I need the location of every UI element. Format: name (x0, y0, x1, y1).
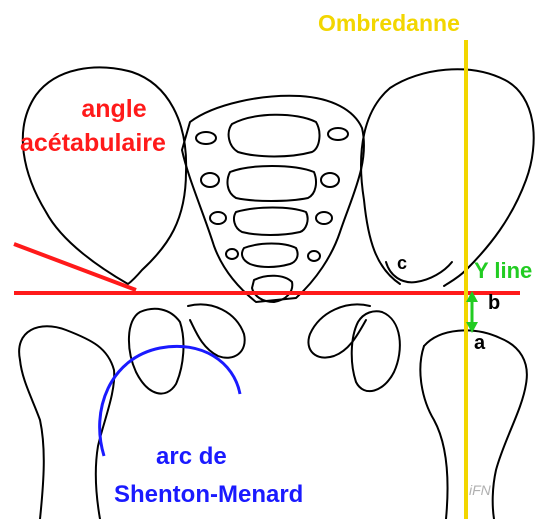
point-c-label: c (397, 253, 407, 274)
point-a-label: a (474, 332, 485, 355)
right-iliac-wing (361, 69, 534, 286)
acetabular-angle-label-line2: acétabulaire (20, 126, 166, 160)
sacrum-outline (182, 96, 364, 302)
sacral-vertebra-3 (234, 208, 308, 236)
sacral-vertebra-2 (228, 166, 316, 201)
point-b-label: b (488, 292, 500, 315)
right-tear-drop (386, 262, 452, 282)
sacral-vertebra-1 (229, 115, 320, 157)
coccyx (252, 276, 292, 302)
foramen-r3 (316, 212, 332, 224)
shenton-menard-label-line1: arc de (114, 438, 303, 476)
foramen-l1 (196, 132, 216, 144)
foramen-l2 (201, 173, 219, 187)
left-ischium (129, 309, 184, 394)
sacral-vertebra-4 (242, 244, 298, 268)
foramen-l3 (210, 212, 226, 224)
acetabular-angle-label: angle acétabulaire (62, 92, 166, 160)
foramen-r1 (328, 128, 348, 140)
right-pubis (308, 304, 370, 357)
foramen-r4 (308, 251, 320, 261)
foramen-l4 (226, 249, 238, 259)
foramen-r2 (321, 173, 339, 187)
shenton-menard-label-line2: Shenton-Menard (114, 476, 303, 514)
y-line-label: Y line (474, 258, 532, 284)
left-femur-shaft (20, 360, 44, 519)
right-femur-neck (420, 346, 447, 519)
shenton-menard-label: arc de Shenton-Menard (114, 438, 303, 514)
acetabular-angle-line (14, 244, 136, 290)
watermark-logo: iFN (469, 482, 491, 498)
right-ischium (352, 311, 400, 391)
ombredanne-label: Ombredanne (318, 10, 460, 37)
acetabular-angle-label-line1: angle (62, 92, 166, 126)
